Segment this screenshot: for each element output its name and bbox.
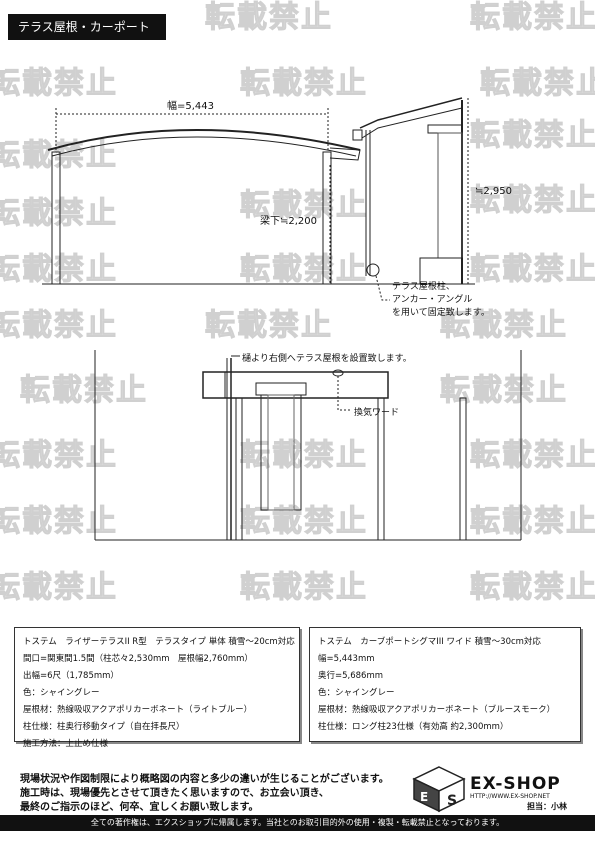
watermark: 転載禁止 — [480, 66, 595, 102]
svg-text:E: E — [420, 790, 428, 804]
watermark: 転載禁止 — [240, 188, 368, 224]
spec-line: 屋根材：熱線吸収アクアポリカーボネート（ブルースモーク） — [318, 705, 556, 715]
watermark: 転載禁止 — [470, 438, 595, 474]
carport-post-plan-2 — [377, 397, 385, 541]
watermark: 転載禁止 — [0, 66, 118, 102]
carport-post-plan-3 — [459, 397, 467, 541]
spec-box-terrace: トステム ライザーテラスII R型 テラスタイプ 単体 積雪～20cm対応 間口… — [14, 627, 300, 749]
watermark: 転載禁止 — [240, 570, 368, 606]
vent-leader — [337, 376, 350, 411]
watermark: 転載禁止 — [205, 0, 333, 36]
carport-post-left — [51, 151, 61, 285]
spec-line: 色：シャイングレー — [23, 688, 100, 698]
spec-line: トステム カーブポートシグマIII ワイド 積雪～30cm対応 — [318, 637, 541, 647]
anchor-detail — [366, 263, 380, 277]
plan-note: 樋より右側へテラス屋根を設置致します。 — [242, 354, 412, 364]
watermark: 転載禁止 — [0, 138, 118, 174]
watermark: 転載禁止 — [20, 373, 148, 409]
note-leader — [375, 275, 390, 301]
watermark: 転載禁止 — [470, 570, 595, 606]
watermark: 転載禁止 — [240, 252, 368, 288]
spec-line: 施工方法：上止め仕様 — [23, 739, 109, 749]
spec-line: 幅=5,443mm — [318, 654, 375, 664]
spec-line: 柱仕様：柱奥行移動タイプ（自在拝長尺） — [23, 722, 185, 732]
vent-label: 換気ワード — [354, 408, 400, 418]
footer-notes: 現場状況や作図制限により概略図の内容と多少の違いが生じることがございます。 施工… — [20, 773, 389, 815]
carport-post-right — [322, 151, 332, 285]
logo-url: HTTP://WWW.EX-SHOP.NET — [470, 793, 550, 800]
spec-line: トステム ライザーテラスII R型 テラスタイプ 単体 積雪～20cm対応 — [23, 637, 295, 647]
watermark: 転載禁止 — [240, 66, 368, 102]
anchor-note-line: を用いて固定致します。 — [392, 308, 490, 318]
window-frame — [437, 132, 463, 259]
person-in-charge: 担当：小林 — [527, 802, 567, 811]
eaves — [427, 124, 463, 134]
watermark: 転載禁止 — [0, 308, 118, 344]
watermark: 転載禁止 — [0, 570, 118, 606]
carport-roof-end — [329, 147, 361, 161]
watermark: 転載禁止 — [0, 196, 118, 232]
footer-note-line: 現場状況や作図制限により概略図の内容と多少の違いが生じることがございます。 — [20, 774, 389, 785]
watermark: 転載禁止 — [205, 308, 333, 344]
carport-roof-curve — [47, 129, 361, 151]
spec-line: 奥行=5,686mm — [318, 671, 384, 681]
anchor-note-line: アンカー・アングル — [392, 295, 473, 305]
watermark: 転載禁止 — [0, 504, 118, 540]
watermark: 転載禁止 — [470, 183, 595, 219]
width-label: 幅=5,443 — [167, 101, 215, 112]
carport-post-plan-1 — [235, 397, 243, 541]
logo-text: EX-SHOP — [470, 774, 561, 794]
watermark: 転載禁止 — [0, 252, 118, 288]
step — [419, 257, 463, 285]
terrace-roof-plan — [202, 371, 389, 399]
watermark: 転載禁止 — [470, 0, 595, 36]
vent-hood — [255, 382, 307, 396]
watermark: 転載禁止 — [470, 504, 595, 540]
spec-line: 柱仕様：ロング柱23仕様（有効高 約2,300mm） — [318, 722, 509, 732]
spec-line: 色：シャイングレー — [318, 688, 395, 698]
spec-box-carport: トステム カーブポートシグマIII ワイド 積雪～30cm対応 幅=5,443m… — [309, 627, 581, 742]
watermark: 転載禁止 — [0, 438, 118, 474]
vent-circle — [332, 369, 344, 377]
spec-line: 屋根材：熱線吸収アクアポリカーボネート（ライトブルー） — [23, 705, 253, 715]
logo-icon: S E — [412, 766, 466, 813]
watermark: 転載禁止 — [440, 308, 568, 344]
terrace-roof-lower — [361, 107, 463, 139]
beam-height-label: 梁下≒2,200 — [260, 216, 318, 227]
footer-note-line: 施工時は、現場優先とさせて頂きたく思いますので、お立会い頂き、 — [20, 788, 329, 799]
watermark: 転載禁止 — [440, 373, 568, 409]
watermark: 転載禁止 — [470, 118, 595, 154]
svg-text:S: S — [447, 793, 457, 809]
spec-line: 間口=関東間1.5間（柱芯々2,530mm 屋根幅2,760mm） — [23, 654, 253, 664]
anchor-note: テラス屋根柱、 アンカー・アングル を用いて固定致します。 — [392, 281, 490, 320]
terrace-roof — [359, 97, 463, 129]
page-title: テラス屋根・カーポート — [8, 14, 166, 40]
spec-line: 出幅=6尺（1,785mm） — [23, 671, 119, 681]
anchor-note-line: テラス屋根柱、 — [392, 282, 455, 292]
footer-note-line: 最終のご指示のほど、何卒、宜しくお願い致します。 — [20, 802, 259, 813]
carport-roof-inner — [51, 136, 357, 157]
watermark: 転載禁止 — [470, 252, 595, 288]
copyright-bar: 全ての著作権は、エクスショップに帰属します。当社とのお取引目的外の使用・複製・転… — [0, 815, 595, 831]
vent-unit — [260, 394, 302, 511]
gutter — [352, 129, 363, 141]
overall-height-label: ≒2,950 — [475, 186, 513, 197]
